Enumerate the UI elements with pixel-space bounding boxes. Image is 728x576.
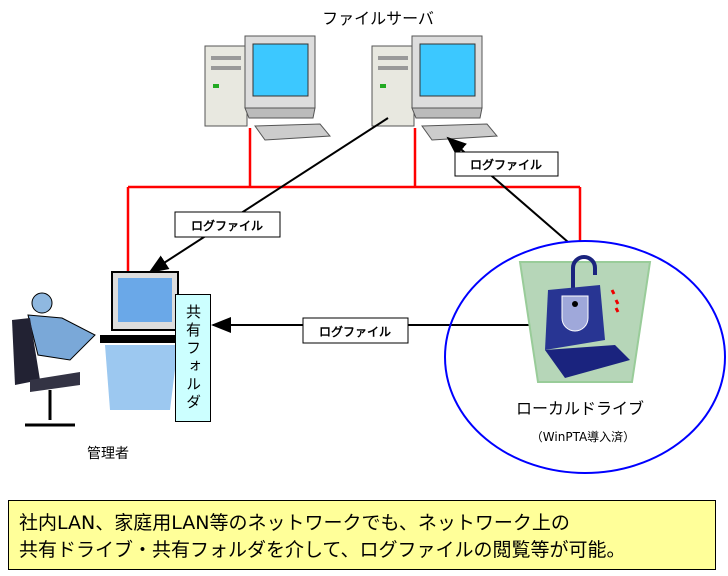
arrow-server-to-admin xyxy=(148,117,389,274)
winpta-note: （WinPTA導入済） xyxy=(531,429,635,444)
network-lines xyxy=(126,128,582,275)
locked-computer-icon xyxy=(518,255,652,383)
svg-text:ログファイル: ログファイル xyxy=(191,218,263,233)
shared-folder: 共有フォルダ xyxy=(175,294,211,422)
admin-illustration xyxy=(12,271,185,427)
notice-box: 社内LAN、家庭用LAN等のネットワークでも、ネットワーク上の 共有ドライブ・共… xyxy=(8,500,716,570)
log-file-label-1: ログファイル xyxy=(174,211,281,238)
notice-line-1: 社内LAN、家庭用LAN等のネットワークでも、ネットワーク上の xyxy=(19,512,570,534)
admin-label: 管理者 xyxy=(87,446,129,462)
local-drive-label: ローカルドライブ xyxy=(516,399,644,418)
shared-folder-label: 共有フォルダ xyxy=(184,304,202,412)
svg-text:ログファイル: ログファイル xyxy=(470,157,542,172)
notice-line-2: 共有ドライブ・共有フォルダを介して、ログファイルの閲覧等が可能。 xyxy=(19,539,626,561)
log-file-label-3: ログファイル xyxy=(302,317,409,344)
file-server-2 xyxy=(371,35,498,141)
log-file-label-2: ログファイル xyxy=(454,151,559,177)
local-drive-ellipse xyxy=(444,240,726,474)
file-server-title: ファイルサーバ xyxy=(322,9,434,28)
svg-text:ログファイル: ログファイル xyxy=(319,324,391,339)
file-server-1 xyxy=(204,35,331,141)
